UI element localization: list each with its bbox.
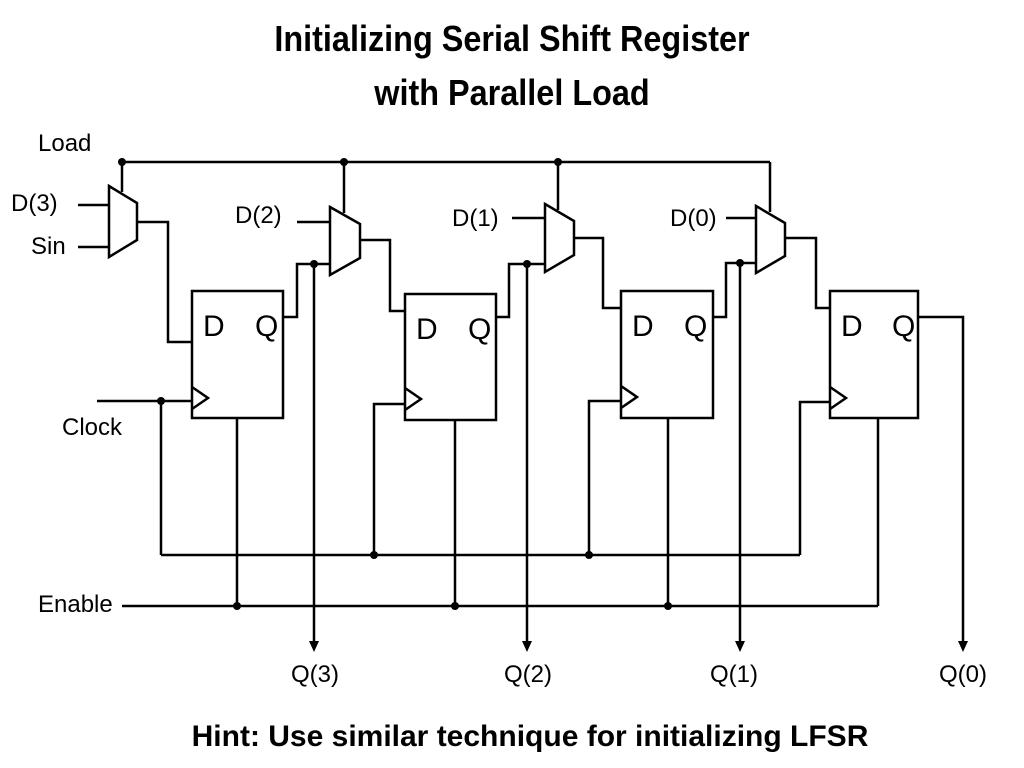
load-bus [118,158,772,213]
ff2-d-label: D [416,313,438,346]
enable-label: Enable [38,591,113,618]
ff0-d-label: D [841,310,863,343]
slide-title-line1: Initializing Serial Shift Register [274,18,750,59]
ff2-q-label: Q [468,313,491,346]
clock-label: Clock [62,414,123,441]
d0-label: D(0) [670,205,717,232]
flip-flop-1 [619,289,715,420]
mux-2 [328,204,362,278]
slide-title-line2: with Parallel Load [374,72,650,113]
mux-output-wires [137,220,830,344]
load-label: Load [38,130,91,157]
ff1-q-label: Q [684,310,707,343]
flip-flop-3 [190,289,285,420]
mux-3 [107,183,139,260]
d3-label: D(3) [11,190,58,217]
ff3-q-label: Q [255,310,278,343]
ff3-d-label: D [203,310,225,343]
ff1-d-label: D [632,310,654,343]
d1-label: D(1) [452,205,499,232]
flip-flop-2 [403,292,498,422]
q-output-wires [283,259,965,642]
ff0-q-label: Q [892,310,915,343]
q2-output-label: Q(2) [504,661,552,688]
mux-1 [543,201,576,275]
mux-0 [754,203,787,276]
q3-output-label: Q(3) [291,661,339,688]
sin-label: Sin [31,233,66,260]
mux-input-wires [78,203,756,249]
q0-output-label: Q(0) [939,661,987,688]
flip-flop-0 [828,289,920,420]
q1-output-label: Q(1) [710,661,758,688]
hint-text: Hint: Use similar technique for initiali… [191,720,869,753]
output-arrows [309,641,968,652]
enable-network [122,418,880,610]
d2-label: D(2) [235,202,282,229]
clock-network [97,397,830,559]
